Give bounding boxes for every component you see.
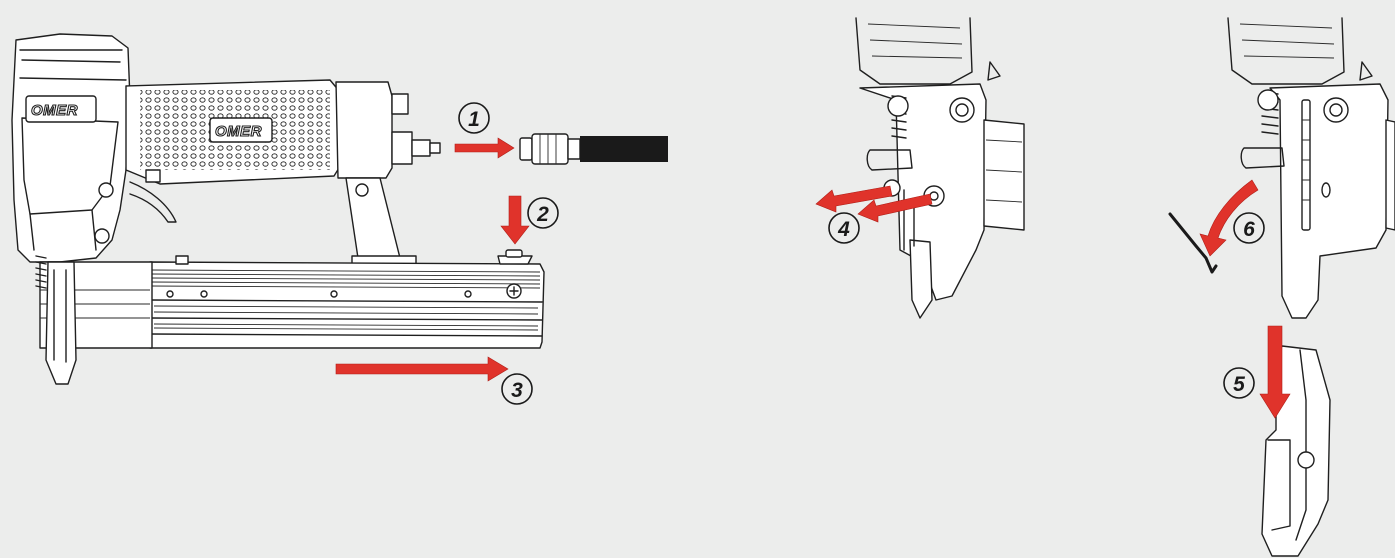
step-5-badge: 5 xyxy=(1223,367,1255,399)
svg-text:3: 3 xyxy=(511,379,523,402)
arrow-step-4-lower xyxy=(857,193,933,223)
step-1-badge: 1 xyxy=(458,102,490,134)
svg-text:2: 2 xyxy=(536,203,549,226)
screw-icon xyxy=(506,283,522,299)
arrow-step-5 xyxy=(1259,325,1291,419)
handle-logo-text: OMER xyxy=(215,123,262,140)
nailer-tool: OMER OMER xyxy=(11,33,545,385)
hex-key-icon xyxy=(1168,212,1218,274)
arrow-step-6 xyxy=(1199,179,1259,257)
air-hose-icon xyxy=(519,133,668,165)
arrow-step-4-upper xyxy=(815,185,893,213)
nose-removal-view xyxy=(1227,17,1395,319)
head-logo-text: OMER xyxy=(31,102,78,119)
step-4-badge: 4 xyxy=(828,212,860,244)
svg-text:5: 5 xyxy=(1233,373,1245,396)
svg-text:6: 6 xyxy=(1243,218,1255,241)
arrow-step-2 xyxy=(500,195,530,245)
nose-closeup xyxy=(855,17,1025,319)
arrow-step-1 xyxy=(454,137,515,159)
handle-logo-badge xyxy=(209,117,273,143)
air-connector-icon xyxy=(391,131,441,165)
svg-text:1: 1 xyxy=(468,108,480,131)
air-hose xyxy=(580,136,668,162)
arrow-step-3 xyxy=(335,356,509,382)
step-2-badge: 2 xyxy=(527,197,559,229)
head-logo-badge xyxy=(25,95,97,123)
svg-text:4: 4 xyxy=(837,218,850,241)
step-3-badge: 3 xyxy=(501,373,533,405)
step-6-badge: 6 xyxy=(1233,212,1265,244)
